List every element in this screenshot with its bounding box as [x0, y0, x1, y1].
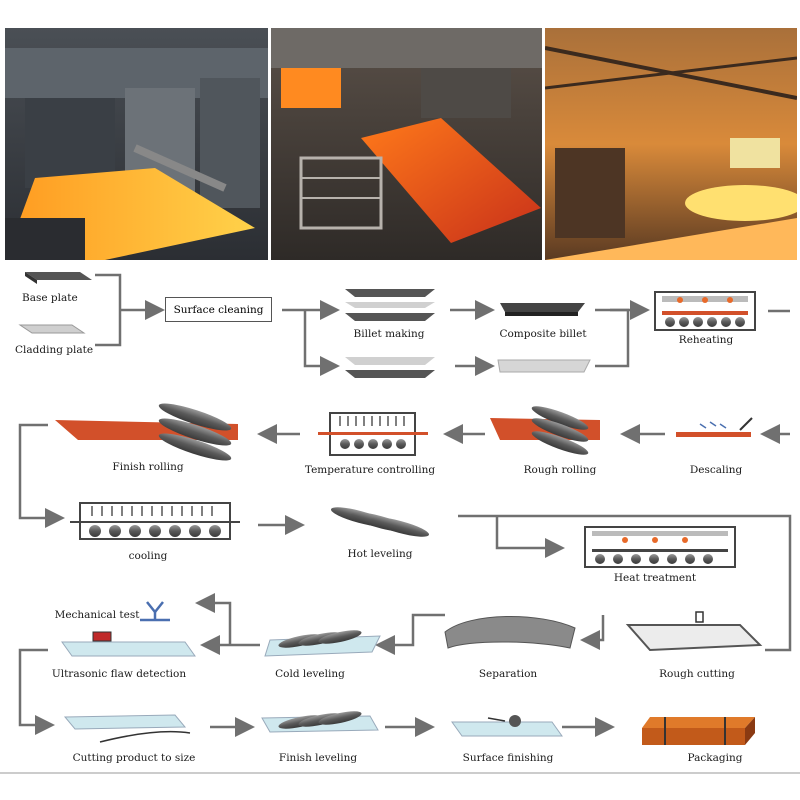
separation-icon	[444, 616, 576, 649]
steel-plant-photo	[545, 28, 797, 260]
rough-cutting-icon	[625, 611, 763, 652]
label-hot-leveling: Hot leveling	[347, 548, 413, 560]
label-billet-making: Billet making	[353, 328, 425, 340]
label-heat-treatment: Heat treatment	[613, 572, 697, 584]
label-separation: Separation	[478, 668, 538, 680]
cutting-product-icon	[63, 714, 191, 743]
reheating-furnace-icon	[654, 291, 756, 331]
label-temperature-controlling: Temperature controlling	[304, 464, 436, 476]
billet-pair-icon	[345, 357, 435, 378]
base-plate-icon	[25, 272, 92, 280]
label-finish-rolling: Finish rolling	[112, 461, 184, 473]
label-cladding-plate: Cladding plate	[15, 344, 94, 356]
label-cutting-product-to-size: Cutting product to size	[72, 752, 196, 764]
label-ultrasonic-flaw-detection: Ultrasonic flaw detection	[51, 668, 187, 680]
label-composite-billet: Composite billet	[499, 328, 587, 340]
temperature-controlling-icon	[318, 412, 428, 456]
descaling-icon	[676, 417, 753, 437]
label-packaging: Packaging	[687, 752, 743, 764]
surface-finishing-icon	[451, 715, 563, 737]
composite-billet-icon	[500, 303, 585, 312]
heat-treatment-icon	[584, 526, 736, 568]
label-finish-leveling: Finish leveling	[278, 752, 358, 764]
label-surface-finishing: Surface finishing	[462, 752, 554, 764]
hot-slab-photo	[271, 28, 542, 260]
label-cooling: cooling	[128, 550, 168, 562]
label-rough-rolling: Rough rolling	[523, 464, 597, 476]
label-reheating: Reheating	[678, 334, 734, 346]
composite-plate-icon	[497, 359, 591, 373]
label-base-plate: Base plate	[22, 292, 78, 304]
cladding-plate-icon	[18, 324, 86, 334]
finish-leveling-icon	[261, 711, 379, 733]
label-descaling: Descaling	[689, 464, 743, 476]
hot-leveling-icon	[330, 507, 430, 537]
cooling-icon	[70, 502, 240, 540]
label-cold-leveling: Cold leveling	[275, 668, 345, 680]
packaging-icon	[642, 717, 755, 745]
billet-making-icon	[345, 289, 435, 321]
ultrasonic-flaw-detection-icon	[61, 631, 196, 657]
rough-rolling-icon	[490, 406, 600, 455]
cold-leveling-icon	[264, 630, 381, 657]
rolling-mill-photo	[5, 28, 268, 260]
label-rough-cutting: Rough cutting	[659, 668, 735, 680]
mechanical-test-icon	[140, 601, 170, 622]
surface-cleaning-box: Surface cleaning	[165, 297, 272, 322]
finish-rolling-icon	[55, 403, 238, 461]
label-mechanical-test: Mechanical test	[54, 609, 140, 621]
